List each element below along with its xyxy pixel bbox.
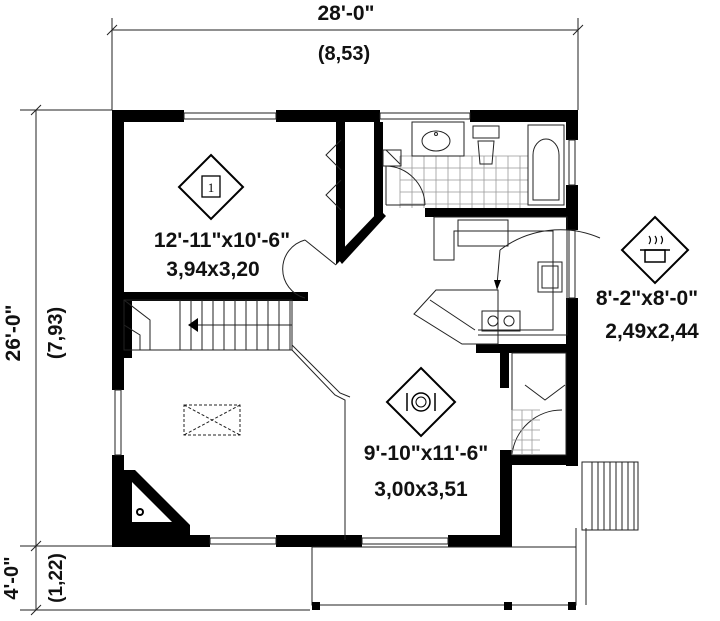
- left-dimension-imperial: 26'-0": [2, 305, 25, 362]
- left-dimension-metric: (7,93): [45, 307, 67, 359]
- interior-walls: [124, 122, 578, 388]
- windows: [114, 112, 576, 545]
- dining-dimensions-imperial: 9'-10"x11'-6": [364, 442, 488, 465]
- porch-dimension-metric: (1,22): [46, 553, 67, 603]
- dining-icon: [385, 366, 457, 438]
- bedroom-dimensions-imperial: 12'-11"x10'-6": [154, 229, 290, 252]
- kitchen-dimensions-metric: 2,49x2,44: [605, 320, 699, 343]
- top-dimension: 28'-0" (8,53): [106, 2, 584, 110]
- living-area: [124, 404, 241, 535]
- bathroom: [382, 121, 565, 208]
- porch: [311, 461, 639, 610]
- kitchen-icon: [620, 215, 690, 285]
- bedroom-dimensions-metric: 3,94x3,20: [166, 258, 259, 281]
- porch-dimension-imperial: 4'-0": [1, 556, 23, 599]
- dining-dimensions-metric: 3,00x3,51: [374, 478, 468, 501]
- bedroom-icon-glyph: 1: [208, 180, 215, 195]
- kitchen-dimensions-imperial: 8'-2"x8'-0": [596, 287, 698, 310]
- stairs: [123, 299, 351, 540]
- closet-doors: [282, 139, 342, 299]
- top-dimension-metric: (8,53): [318, 43, 370, 65]
- top-dimension-imperial: 28'-0": [318, 2, 375, 25]
- bedroom-icon: 1: [177, 153, 245, 221]
- exterior-walls: [112, 110, 578, 547]
- entry-closet: [511, 352, 567, 456]
- porch-dimension: 4'-0" (1,22): [1, 546, 310, 616]
- kitchen: [413, 216, 601, 345]
- left-dimension: 26'-0" (7,93): [2, 104, 112, 552]
